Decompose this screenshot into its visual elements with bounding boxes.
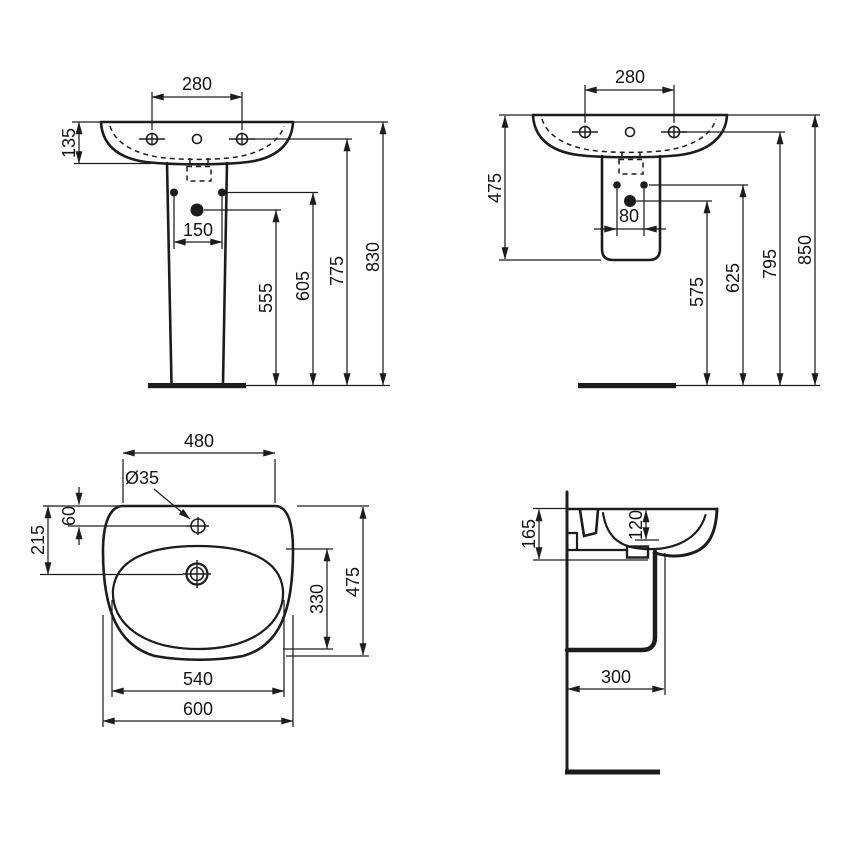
dim-label: Ø35: [125, 468, 159, 488]
dim-label: 795: [760, 249, 780, 279]
dim-bowl-width: 540: [111, 600, 285, 697]
dim-label: 830: [363, 242, 383, 272]
dim-label: 625: [723, 263, 743, 293]
dim-front-depth: 300: [567, 553, 666, 695]
dim-label: 575: [687, 277, 707, 307]
drain-outlet-section: [625, 545, 650, 559]
front-view-full-pedestal: 280 135 150 555 605: [59, 74, 390, 389]
bowl-plan-outline: [111, 544, 285, 651]
dim-bowl-length: 330: [283, 548, 333, 650]
dim-label: 80: [619, 206, 639, 226]
dim-tap-spacing: 280: [584, 67, 675, 123]
dim-fixing-height: 605: [226, 191, 318, 386]
dim-bowl-depth: 120: [626, 510, 659, 541]
tap-hole-symbol-left: [572, 125, 598, 139]
dim-edge-to-drain: 215: [28, 506, 183, 576]
leader-arrow: [153, 488, 191, 520]
basin-inner-dashed-line: [109, 125, 285, 161]
dim-label: 475: [343, 567, 363, 597]
dim-overall-depth: 475: [286, 505, 369, 657]
bowl-section-curve: [601, 511, 707, 551]
dim-taphole-height: 795: [681, 131, 785, 386]
dim-label: 540: [183, 669, 213, 689]
pedestal-right-edge: [221, 161, 229, 386]
basin-plan-outline: [101, 504, 295, 662]
dim-label: 300: [601, 667, 631, 687]
dim-label: 480: [184, 431, 214, 451]
supply-hole-dot: [190, 203, 204, 217]
fixing-hole-dot: [218, 188, 226, 197]
dim-label: 555: [256, 283, 276, 313]
dim-overall-height: 830: [293, 121, 388, 386]
basin-underside-outline: [99, 120, 295, 166]
basin-inner-dashed-line: [541, 118, 717, 154]
tap-diameter-callout: Ø35: [125, 468, 191, 520]
dim-taphole-height: 775: [253, 138, 352, 386]
floor-bar: [565, 769, 660, 775]
dim-label: 605: [293, 271, 313, 301]
dim-edge-to-taphole: 60: [43, 487, 187, 545]
dim-label: 600: [183, 699, 213, 719]
dim-supply-height: 555: [204, 209, 281, 386]
center-tap-knockout: [191, 133, 203, 145]
pedestal-left-edge: [165, 161, 173, 386]
dim-fixing-height: 625: [649, 184, 748, 386]
dim-basin-height: 135: [59, 122, 151, 165]
floor-bar: [578, 383, 676, 389]
dim-label: 165: [519, 519, 539, 549]
dim-label: 60: [59, 506, 79, 526]
dim-fixing-spacing: 150: [173, 196, 223, 249]
pedestal-base: [148, 383, 246, 389]
dim-supply-height: 575: [636, 200, 712, 386]
tap-hole-symbol-left: [139, 132, 165, 146]
dim-label: 280: [182, 74, 212, 94]
fixing-hole-dot: [170, 188, 178, 197]
center-tap-knockout: [624, 126, 636, 138]
fixing-hole-dot: [640, 181, 648, 189]
semi-pedestal-outline: [600, 154, 662, 262]
dim-underside-height: 165: [519, 507, 648, 561]
dim-label: 150: [183, 220, 213, 240]
tap-hole-plan-symbol: [187, 517, 209, 535]
dim-basin-to-pedestal-bottom: 475: [485, 115, 601, 261]
dim-label: 135: [59, 128, 79, 158]
overflow-dashed-box: [186, 165, 212, 182]
supply-hole-dot: [624, 195, 636, 207]
dim-label: 475: [485, 173, 505, 203]
dim-label: 330: [307, 584, 327, 614]
side-view: 165 120 300: [519, 490, 719, 775]
fixing-hole-dot: [613, 181, 621, 189]
dim-overall-height: 850: [727, 114, 820, 386]
dim-back-width: 480: [122, 431, 276, 503]
basin-front-lip: [652, 507, 719, 558]
tap-deck-section: [578, 508, 600, 538]
basin-underside-outline: [531, 113, 729, 159]
dim-label: 775: [327, 256, 347, 286]
dim-label: 280: [615, 67, 645, 87]
front-view-semi-pedestal: 280 475 80 575 625: [485, 67, 820, 389]
dim-label: 120: [626, 510, 646, 540]
drain-plan-symbol: [183, 560, 211, 588]
dim-label: 850: [795, 235, 815, 265]
plan-view: Ø35 480 60 215 330: [28, 431, 369, 727]
dim-fixing-spacing: 80: [594, 189, 666, 236]
dim-label: 215: [28, 525, 48, 555]
dim-overall-width: 600: [102, 615, 294, 727]
dim-tap-spacing: 280: [151, 74, 243, 130]
tap-hole-symbol-right: [229, 132, 255, 146]
semi-pedestal-profile: [564, 549, 658, 653]
overflow-dashed-box: [618, 158, 644, 175]
